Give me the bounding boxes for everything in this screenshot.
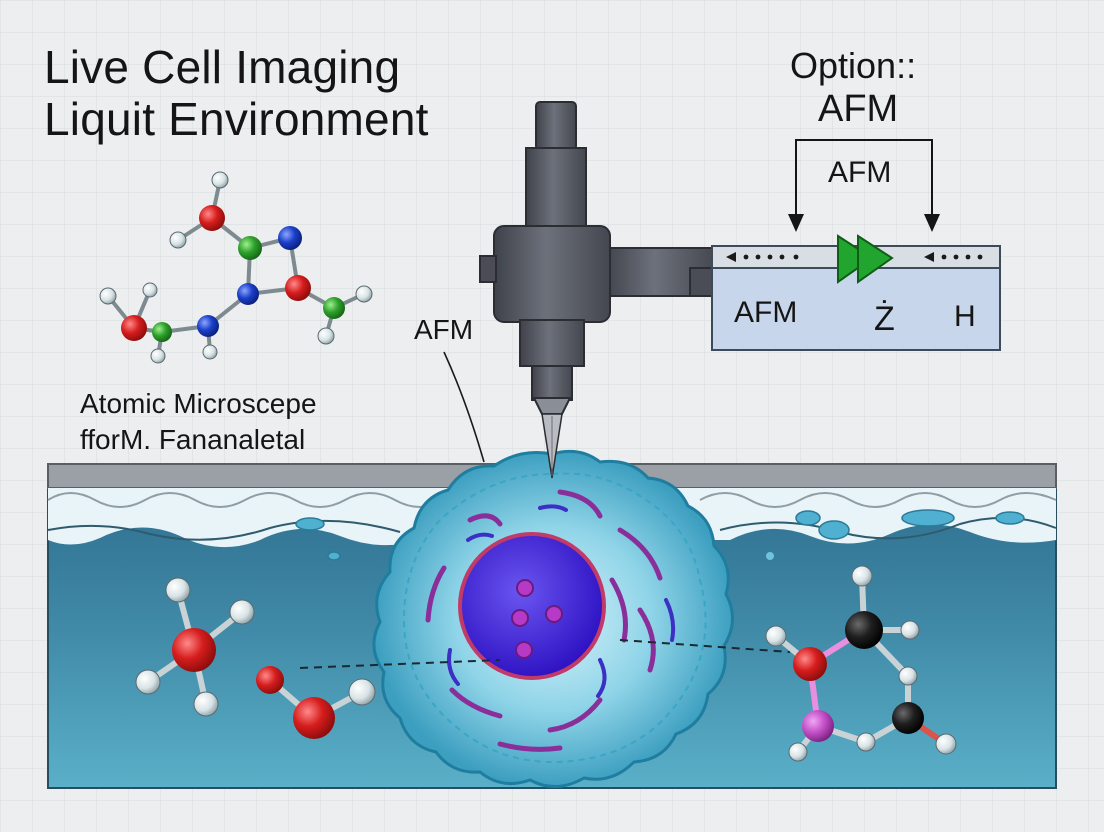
page-title-line-2: Liquit Environment bbox=[44, 93, 429, 145]
molecule-icon bbox=[99, 171, 373, 364]
bracket-arrow-right bbox=[924, 214, 940, 232]
option-bracket bbox=[795, 139, 933, 222]
caption-line-2: fforM. Fananaletal bbox=[80, 424, 306, 455]
nucleus bbox=[458, 532, 606, 680]
bracket-arrow-left bbox=[788, 214, 804, 232]
panel-z-symbol: Ż bbox=[874, 300, 895, 338]
cell-icon bbox=[372, 449, 734, 788]
probe-label-leader bbox=[443, 351, 485, 463]
option-heading: Option:: bbox=[790, 45, 917, 86]
interaction-line-left bbox=[299, 659, 501, 669]
option-subheading: AFM bbox=[818, 88, 899, 130]
caption-line-1: Atomic Microscepe bbox=[80, 388, 317, 419]
page-title-line-1: Live Cell Imaging bbox=[44, 41, 401, 93]
water-molecule-icon bbox=[135, 577, 255, 717]
oxygen-molecule-icon bbox=[256, 666, 376, 739]
probe-label: AFM bbox=[414, 314, 474, 345]
control-panel bbox=[711, 245, 1001, 351]
interaction-line-right bbox=[619, 639, 791, 653]
microscope-probe-icon bbox=[479, 101, 717, 479]
panel-afm-label: AFM bbox=[734, 296, 798, 329]
ring-molecule-icon bbox=[765, 565, 957, 762]
play-arrow-icon bbox=[837, 234, 894, 284]
panel-h-symbol: H bbox=[954, 300, 976, 333]
bracket-label: AFM bbox=[828, 156, 892, 189]
